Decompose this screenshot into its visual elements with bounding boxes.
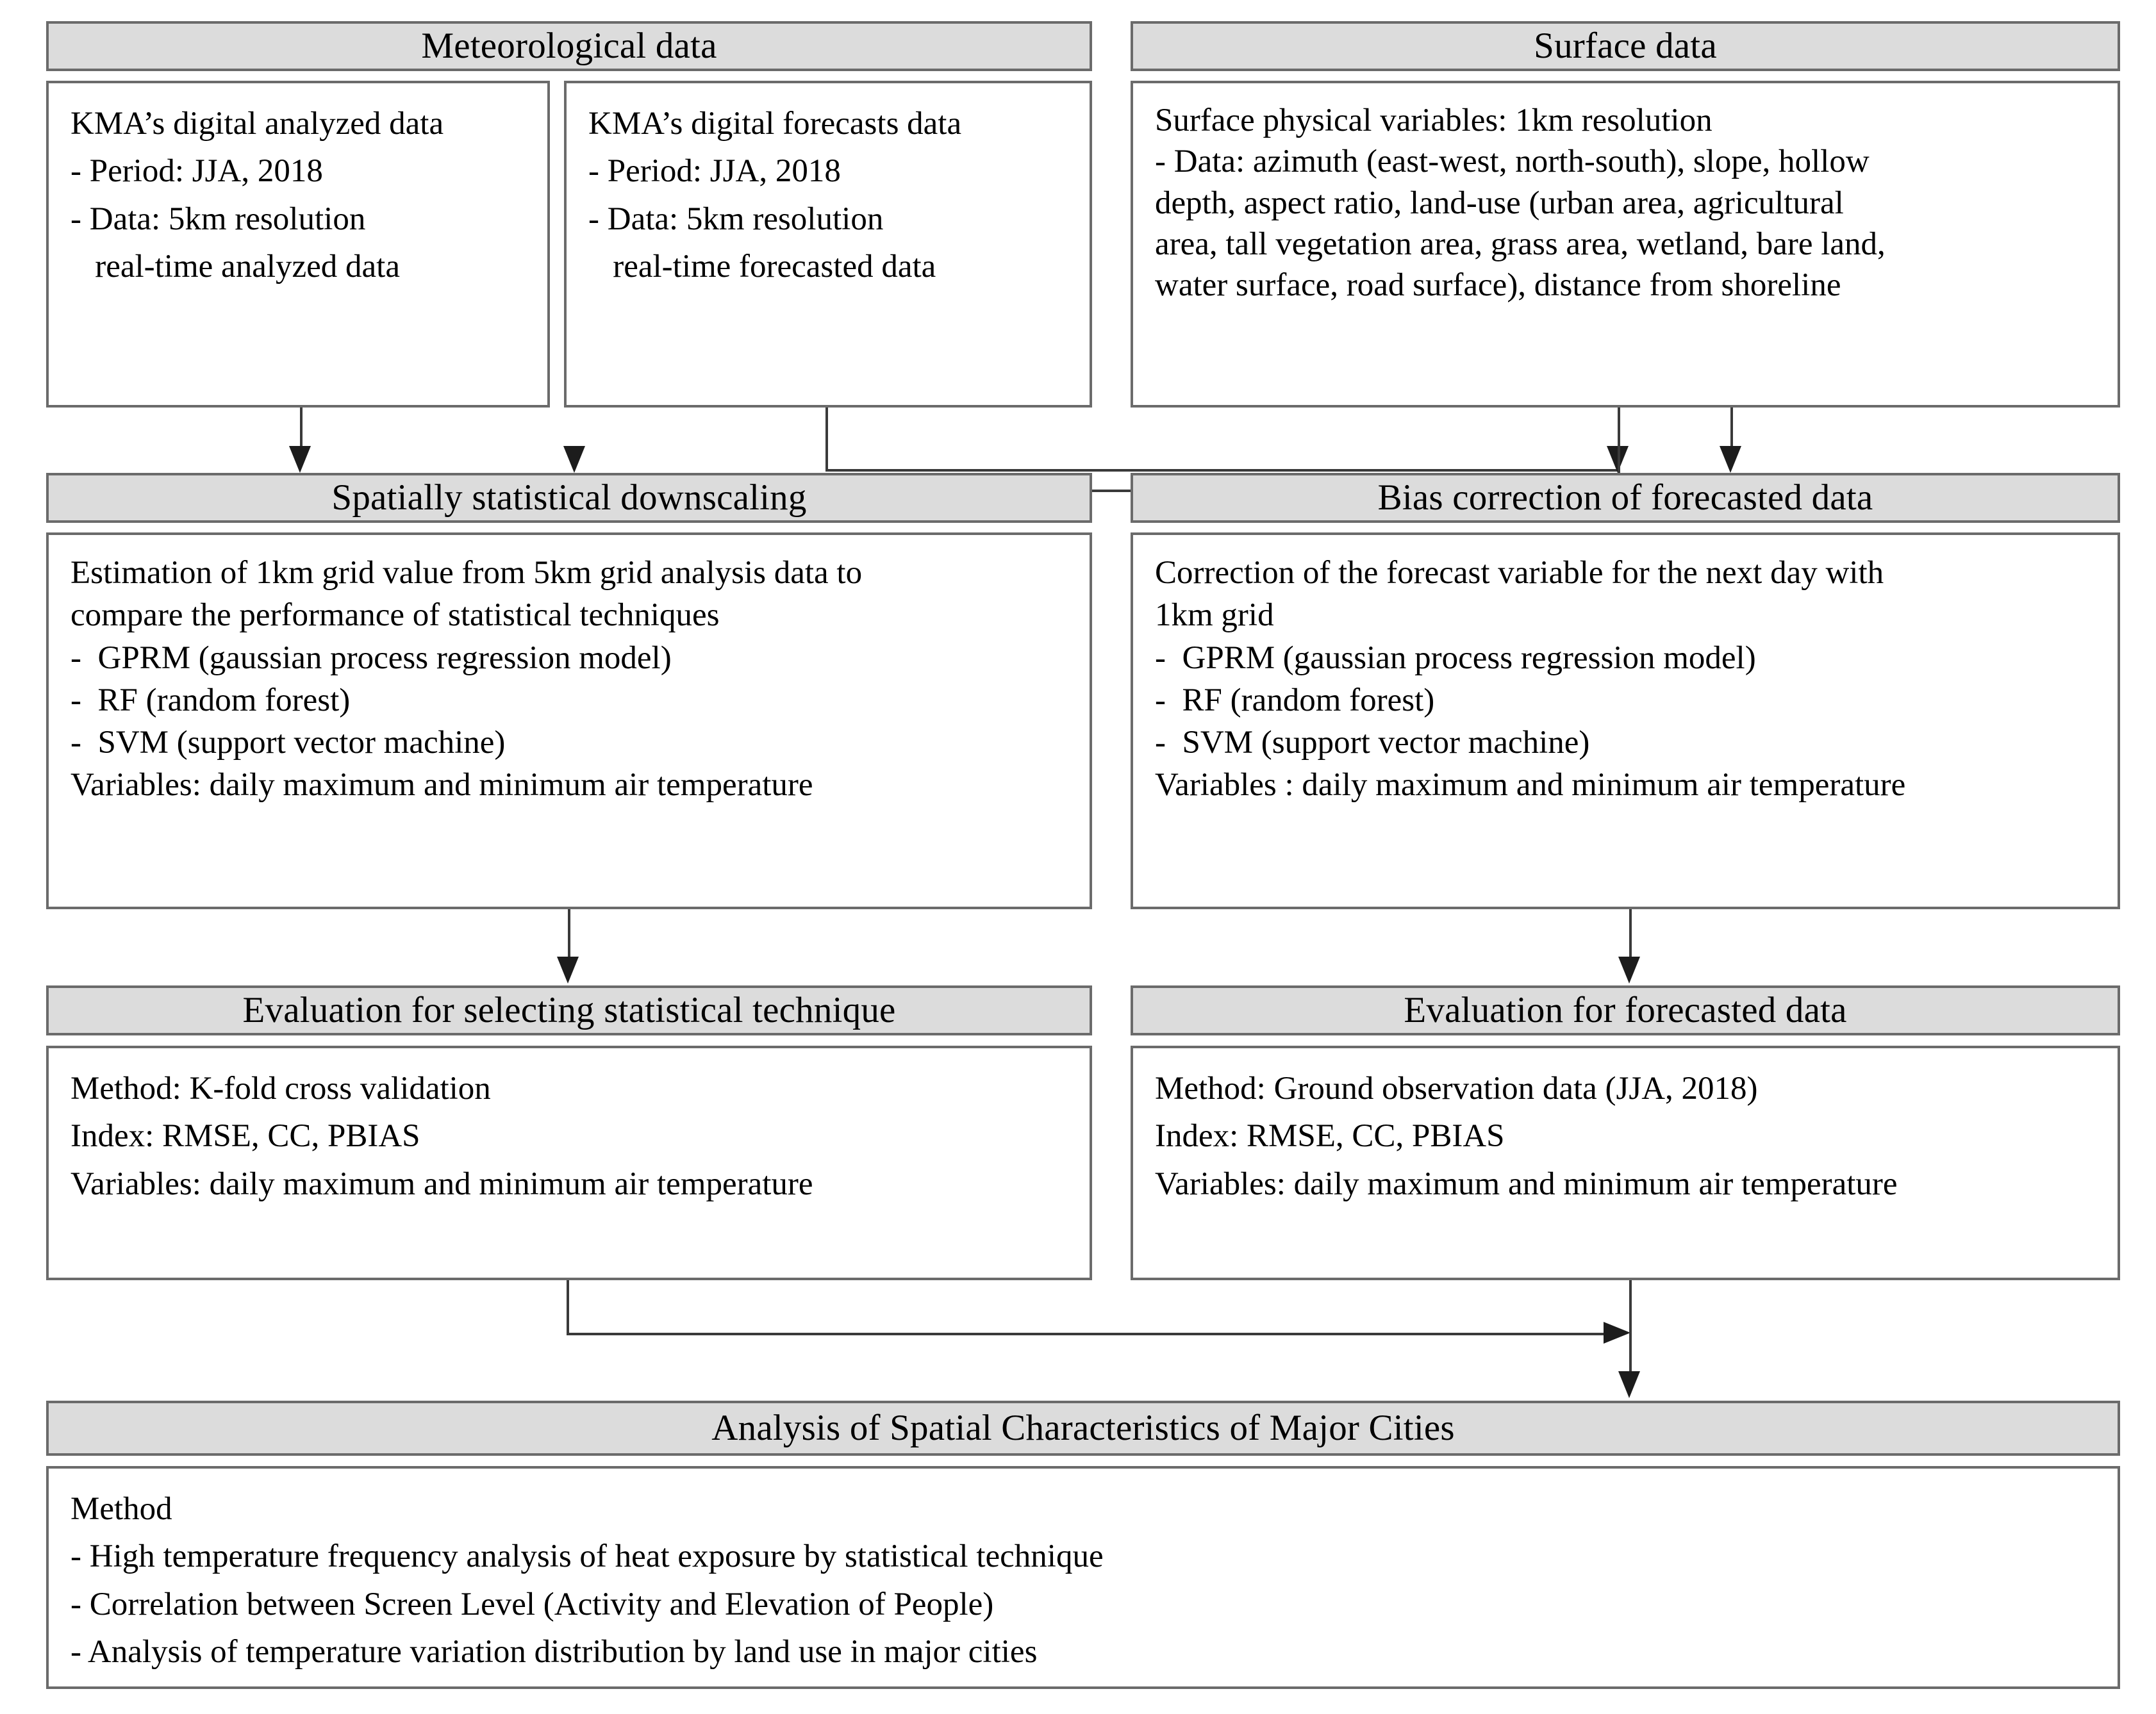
downscaling-header: Spatially statistical downscaling — [46, 473, 1092, 523]
eval-forecast-title: Evaluation for forecasted data — [1404, 989, 1847, 1030]
eval-technique-title: Evaluation for selecting statistical tec… — [242, 989, 896, 1030]
analysis-title: Analysis of Spatial Characteristics of M… — [711, 1407, 1455, 1448]
analysis-body-text: Method - High temperature frequency anal… — [70, 1491, 1104, 1670]
arrow-eval-technique-to-analysis — [1604, 1322, 1630, 1344]
downscaling-body-text: Estimation of 1km grid value from 5km gr… — [70, 555, 863, 803]
connector-analyzed-to-downscaling — [300, 408, 303, 450]
arrow-analyzed-to-downscaling — [289, 446, 311, 473]
connector-surface-left-down — [1618, 408, 1620, 472]
connector-eval-forecast-down — [1629, 1280, 1632, 1376]
arrow-surface-to-downscaling — [563, 446, 585, 473]
surface-data-title: Surface data — [1534, 25, 1717, 66]
kma-forecasts-data-text: KMA’s digital forecasts data - Period: J… — [588, 106, 962, 285]
bias-correction-header: Bias correction of forecasted data — [1131, 473, 2120, 523]
connector-forecasts-right — [825, 469, 1620, 472]
eval-technique-header: Evaluation for selecting statistical tec… — [46, 985, 1092, 1035]
surface-data-header: Surface data — [1131, 21, 2120, 71]
kma-analyzed-data-text: KMA’s digital analyzed data - Period: JJ… — [70, 106, 444, 285]
connector-forecasts-down — [825, 408, 828, 472]
eval-technique-body-text: Method: K-fold cross validation Index: R… — [70, 1071, 813, 1202]
eval-technique-body-box: Method: K-fold cross validation Index: R… — [46, 1046, 1092, 1280]
meteorological-data-header: Meteorological data — [46, 21, 1092, 71]
meteorological-data-title: Meteorological data — [421, 25, 717, 66]
kma-analyzed-data-box: KMA’s digital analyzed data - Period: JJ… — [46, 81, 550, 408]
downscaling-body-box: Estimation of 1km grid value from 5km gr… — [46, 532, 1092, 909]
analysis-header: Analysis of Spatial Characteristics of M… — [46, 1401, 2120, 1456]
bias-correction-body-text: Correction of the forecast variable for … — [1155, 555, 1906, 803]
analysis-body-box: Method - High temperature frequency anal… — [46, 1466, 2120, 1689]
eval-forecast-body-box: Method: Ground observation data (JJA, 20… — [1131, 1046, 2120, 1280]
arrow-downscaling-to-eval — [557, 957, 579, 984]
bias-correction-body-box: Correction of the forecast variable for … — [1131, 532, 2120, 909]
surface-data-box: Surface physical variables: 1km resoluti… — [1131, 81, 2120, 408]
kma-forecasts-data-box: KMA’s digital forecasts data - Period: J… — [564, 81, 1092, 408]
eval-forecast-header: Evaluation for forecasted data — [1131, 985, 2120, 1035]
arrow-surface-to-bias — [1720, 446, 1741, 473]
connector-surface-to-bias — [1730, 408, 1733, 450]
connector-bias-to-eval — [1629, 909, 1632, 960]
connector-eval-technique-right — [567, 1333, 1605, 1335]
connector-surface-left-across — [574, 490, 1620, 492]
arrow-bias-to-eval — [1618, 957, 1640, 984]
connector-downscaling-to-eval — [568, 909, 570, 960]
eval-forecast-body-text: Method: Ground observation data (JJA, 20… — [1155, 1071, 1898, 1202]
arrow-eval-forecast-to-analysis — [1618, 1371, 1640, 1398]
downscaling-title: Spatially statistical downscaling — [331, 477, 807, 518]
connector-eval-technique-down — [567, 1280, 569, 1335]
bias-correction-title: Bias correction of forecasted data — [1377, 477, 1873, 518]
surface-data-text: Surface physical variables: 1km resoluti… — [1155, 103, 1886, 303]
